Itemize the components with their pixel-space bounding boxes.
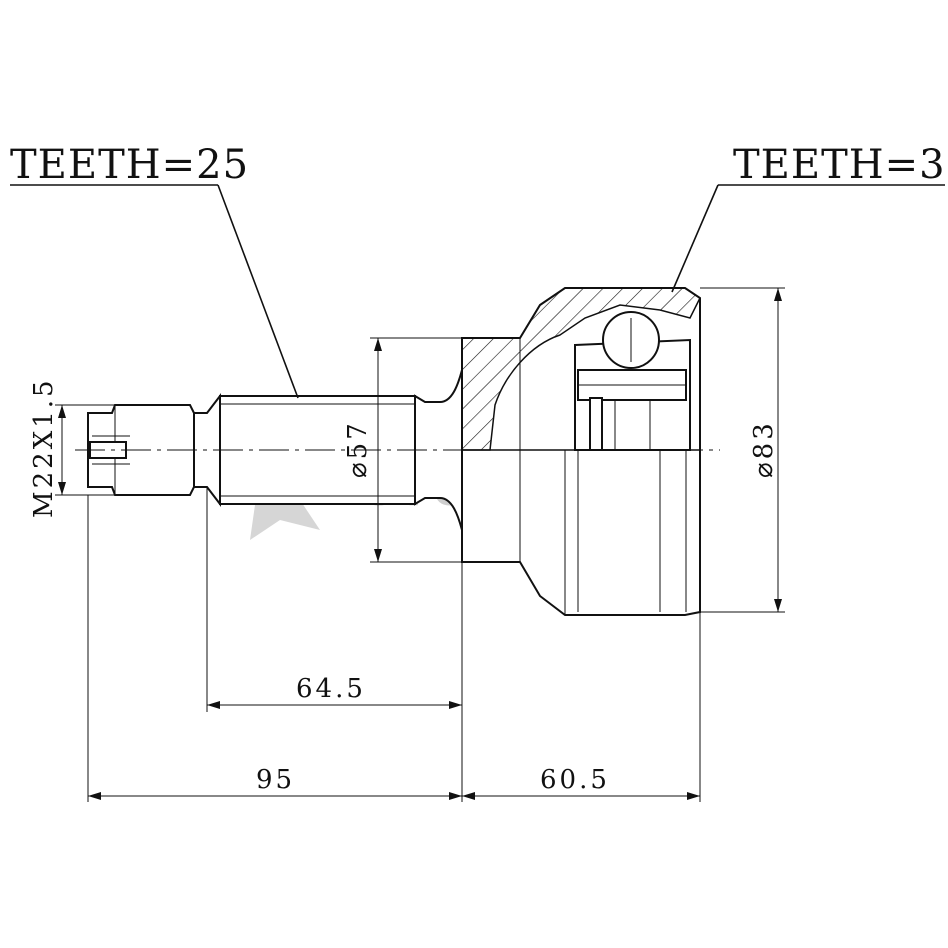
teeth-right-label: TEETH=30	[733, 142, 948, 188]
housing-section-hatch	[461, 287, 701, 451]
diameter-57-label: ⌀57	[343, 420, 373, 478]
shaft-assembly	[87, 287, 701, 616]
length-64-5-label: 64.5	[296, 674, 366, 704]
length-95-label: 95	[256, 765, 295, 795]
dimension-lines	[55, 287, 785, 802]
diameter-83-label: ⌀83	[749, 420, 779, 478]
leader-lines	[10, 184, 945, 399]
teeth-left-label: TEETH=25	[10, 142, 249, 188]
length-60-5-label: 60.5	[540, 765, 610, 795]
thread-label: M22X1.5	[29, 377, 59, 518]
outer-housing	[461, 287, 701, 616]
